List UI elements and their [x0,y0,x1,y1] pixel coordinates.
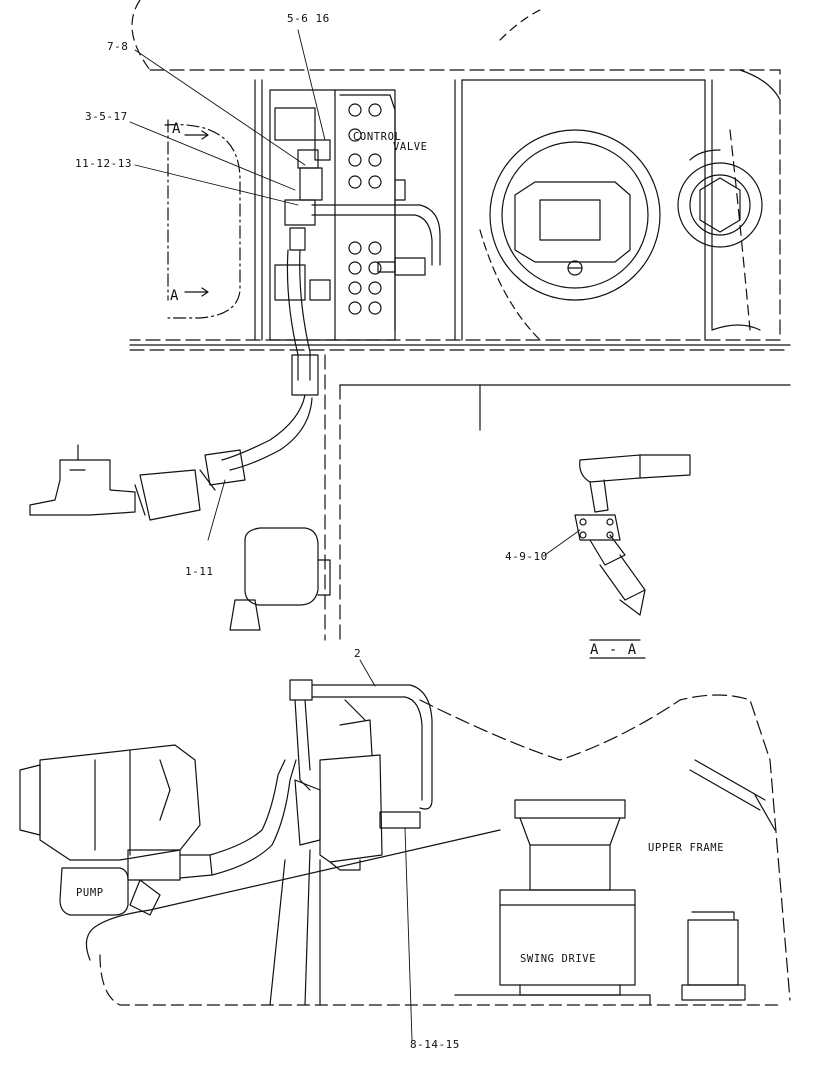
control-valve [269,89,406,341]
canister [681,911,746,1001]
swing-motor-top [229,527,331,631]
motor-left [29,444,201,521]
callout-1-11: 1-11 [185,565,214,578]
right-bolt [677,149,763,248]
lower-frame [85,694,791,1006]
label-valve: VALVE [393,141,428,153]
callout-5-6-16: 5-6 16 [287,12,330,25]
fitting-stack [284,139,331,251]
hose-upper [199,249,319,491]
swing-drive [454,799,651,1006]
filter-body [289,679,433,871]
section-aa-detail [574,454,691,641]
callout-4-9-10: 4-9-10 [505,550,548,563]
callout-2: 2 [354,647,361,660]
upper-frame-outline [129,0,791,351]
callout-8-14-15: 8-14-15 [410,1038,460,1051]
section-marker-a-top: A [172,121,181,137]
section-arrows [184,130,209,297]
mounting-lines [269,849,321,1006]
label-swing-drive: SWING DRIVE [520,953,596,965]
label-control: CONTROL [353,131,401,143]
leader-lines [129,29,581,1041]
callout-11-12-13: 11-12-13 [75,157,132,170]
section-cut-outline [164,119,241,319]
section-marker-a-bottom: A [170,288,179,304]
diagram-labels: 5-6 16 7-8 3-5-17 11-12-13 1-11 4-9-10 2… [75,12,724,1051]
callout-3-5-17: 3-5-17 [85,110,128,123]
swing-ring [489,129,661,301]
center-frame [324,354,791,641]
pump-hose [209,759,297,876]
callout-7-8: 7-8 [107,40,128,53]
upper-tube [311,204,441,276]
label-upper-frame: UPPER FRAME [648,842,724,854]
section-title: A - A [590,642,637,658]
label-pump: PUMP [76,887,104,899]
pump [19,744,213,916]
